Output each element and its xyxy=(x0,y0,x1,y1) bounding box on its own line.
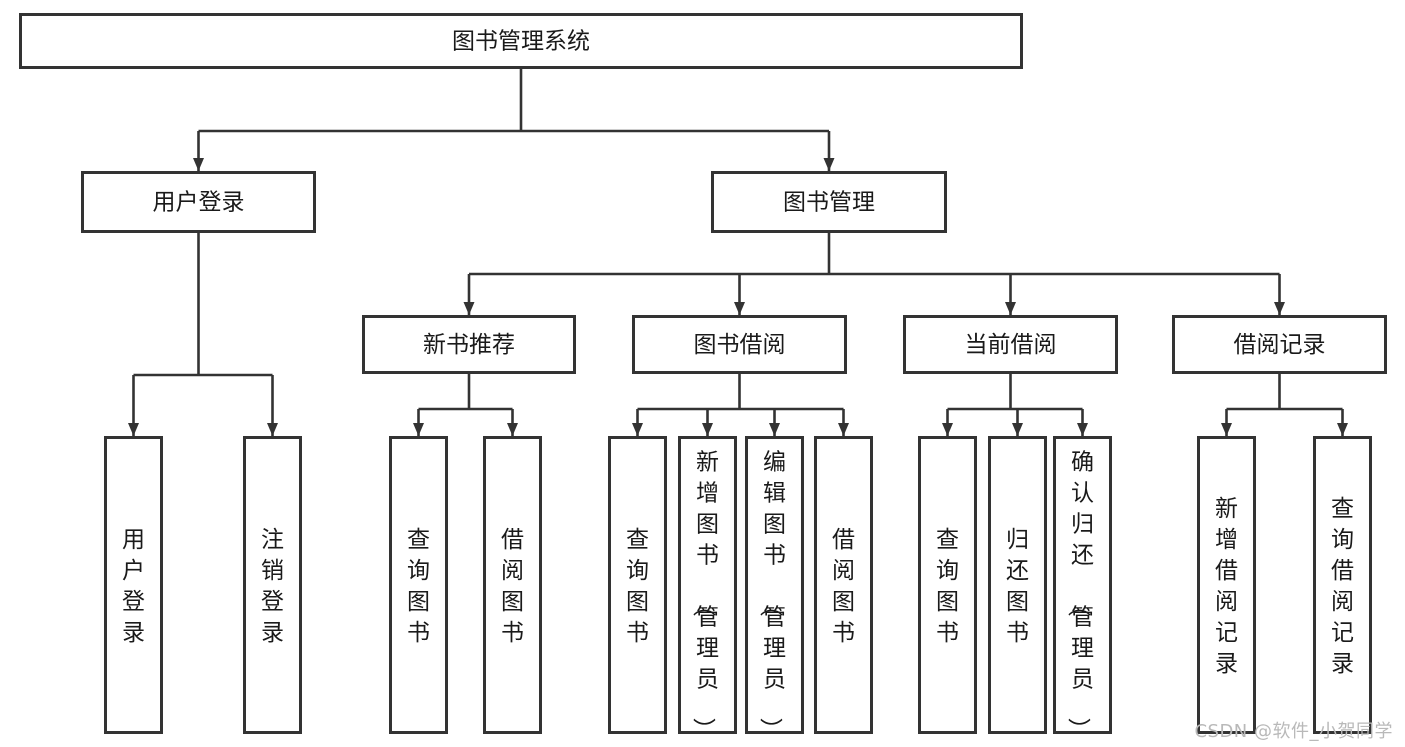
node-box xyxy=(903,315,1118,374)
node-box xyxy=(483,436,542,734)
node-new-book-recommend[interactable]: 新书推荐 xyxy=(362,315,576,374)
node-leaf-user-logout[interactable]: 注销登录 xyxy=(243,436,302,734)
node-leaf-query-book-2[interactable]: 查询图书 xyxy=(608,436,667,734)
node-box xyxy=(711,171,947,233)
node-box xyxy=(608,436,667,734)
node-label: 查询借阅记录 xyxy=(1331,496,1354,677)
node-label: 新增图书（管理员） xyxy=(690,450,719,741)
node-label: 图书借阅 xyxy=(694,332,786,358)
node-label: 借阅图书 xyxy=(501,527,524,646)
node-label: 新增借阅记录 xyxy=(1215,496,1238,677)
node-leaf-add-record[interactable]: 新增借阅记录 xyxy=(1197,436,1256,734)
node-box xyxy=(814,436,873,734)
node-label: 借阅记录 xyxy=(1234,332,1326,358)
node-leaf-query-book-1[interactable]: 查询图书 xyxy=(389,436,448,734)
node-label: 图书管理 xyxy=(783,190,875,216)
node-book-borrow[interactable]: 图书借阅 xyxy=(632,315,847,374)
node-box xyxy=(918,436,977,734)
node-label: 注销登录 xyxy=(261,527,284,646)
node-label: 编辑图书（管理员） xyxy=(757,450,786,741)
node-box xyxy=(1053,436,1112,734)
node-label: 查询图书 xyxy=(936,527,959,646)
node-leaf-edit-book[interactable]: 编辑图书（管理员） xyxy=(745,436,804,741)
node-label: 用户登录 xyxy=(153,190,245,216)
node-leaf-borrow-book-1[interactable]: 借阅图书 xyxy=(483,436,542,734)
node-leaf-query-record[interactable]: 查询借阅记录 xyxy=(1313,436,1372,734)
node-leaf-confirm-return[interactable]: 确认归还（管理员） xyxy=(1053,436,1112,741)
node-box xyxy=(1172,315,1387,374)
node-current-borrow[interactable]: 当前借阅 xyxy=(903,315,1118,374)
node-borrow-record[interactable]: 借阅记录 xyxy=(1172,315,1387,374)
node-leaf-query-book-3[interactable]: 查询图书 xyxy=(918,436,977,734)
node-box xyxy=(632,315,847,374)
node-user-login[interactable]: 用户登录 xyxy=(81,171,316,233)
node-root[interactable]: 图书管理系统 xyxy=(19,13,1023,69)
node-label: 新书推荐 xyxy=(423,332,515,358)
node-box xyxy=(678,436,737,734)
node-label: 查询图书 xyxy=(407,527,430,646)
node-book-manage[interactable]: 图书管理 xyxy=(711,171,947,233)
node-label: 归还图书 xyxy=(1006,527,1029,646)
node-label: 确认归还（管理员） xyxy=(1065,450,1094,741)
node-leaf-return-book[interactable]: 归还图书 xyxy=(988,436,1047,734)
node-label: 图书管理系统 xyxy=(452,29,590,55)
node-box xyxy=(362,315,576,374)
node-box xyxy=(1197,436,1256,734)
node-box xyxy=(104,436,163,734)
node-box xyxy=(1313,436,1372,734)
node-label: 借阅图书 xyxy=(832,527,855,646)
node-box xyxy=(988,436,1047,734)
node-box xyxy=(19,13,1023,69)
node-label: 查询图书 xyxy=(626,527,649,646)
node-leaf-user-login[interactable]: 用户登录 xyxy=(104,436,163,734)
node-label: 用户登录 xyxy=(122,527,145,646)
node-box xyxy=(243,436,302,734)
node-box xyxy=(745,436,804,734)
node-label: 当前借阅 xyxy=(965,332,1057,358)
node-box xyxy=(389,436,448,734)
node-leaf-add-book[interactable]: 新增图书（管理员） xyxy=(678,436,737,741)
node-box xyxy=(81,171,316,233)
node-leaf-borrow-book-2[interactable]: 借阅图书 xyxy=(814,436,873,734)
